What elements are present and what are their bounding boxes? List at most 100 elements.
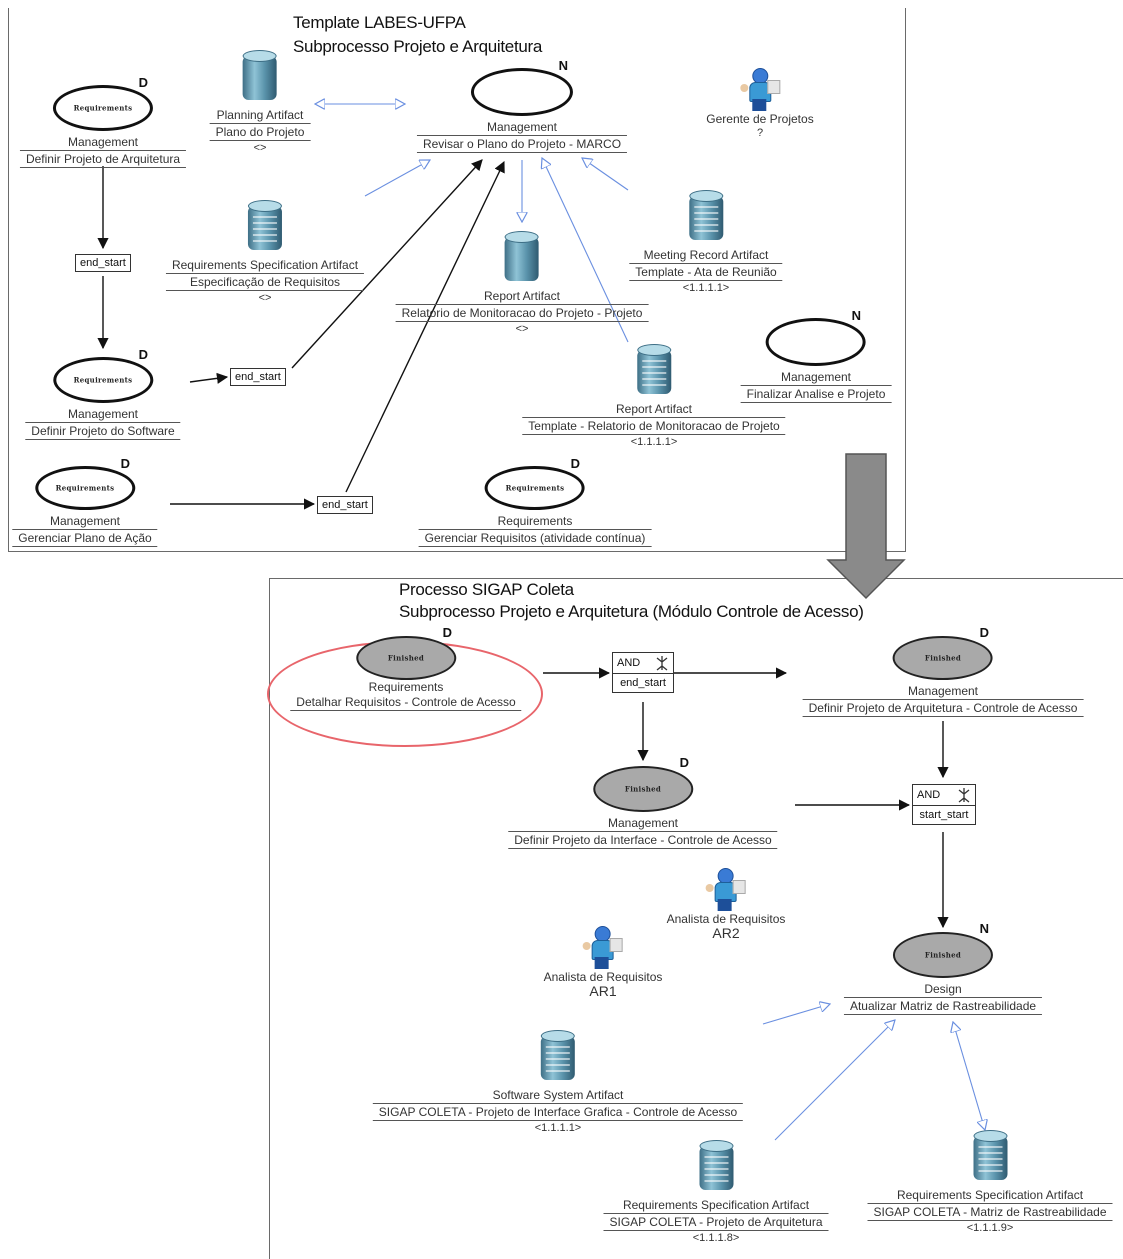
activity-name: Definir Projeto do Software — [25, 423, 181, 440]
activity-oval: Requirements D — [53, 76, 153, 131]
artifact-name: Template - Relatorio de Monitoracao de P… — [522, 418, 786, 435]
activity-name: Gerenciar Requisitos (atividade contínua… — [418, 530, 652, 547]
activity-oval: Finished D — [593, 756, 693, 812]
artifact-name: Template - Ata de Reunião — [629, 264, 783, 281]
artifact-flow-arrows — [315, 104, 985, 1141]
connector-end-start[interactable]: end_start — [317, 496, 373, 514]
activity-definir-projeto-software[interactable]: Requirements D Management Definir Projet… — [25, 348, 181, 440]
join-symbol-icon — [958, 788, 970, 803]
activity-discipline: Management — [508, 815, 778, 832]
artifact-type: Software System Artifact — [372, 1087, 744, 1104]
person-role-icon — [740, 66, 780, 112]
artifact-relatorio-monitoracao[interactable]: Report Artifact Relatorio de Monitoracao… — [395, 231, 649, 336]
artifact-ref: <1.1.1.8> — [692, 1232, 740, 1244]
activity-oval: Finished D — [893, 626, 993, 680]
artifact-type: Report Artifact — [395, 288, 649, 305]
activity-oval: N — [766, 309, 866, 366]
activity-oval: Requirements D — [53, 348, 153, 403]
role-name: Analista de Requisitos — [543, 970, 663, 984]
activity-detalhar-requisitos[interactable]: Finished D Requirements Detalhar Requisi… — [290, 626, 522, 711]
artifact-ref: <1.1.1.1> — [682, 282, 730, 294]
role-gerente-projetos[interactable]: Gerente de Projetos ? — [706, 66, 814, 140]
artifact-projeto-arquitetura[interactable]: Requirements Specification Artifact SIGA… — [603, 1140, 829, 1245]
artifact-name: SIGAP COLETA - Projeto de Arquitetura — [603, 1214, 829, 1231]
artifact-template-relatorio[interactable]: Report Artifact Template - Relatorio de … — [522, 344, 786, 449]
activity-state: Requirements — [73, 103, 133, 113]
flow-r5-a2 — [542, 158, 629, 343]
activity-flag: D — [979, 625, 989, 640]
activity-definir-arquitetura-acesso[interactable]: Finished D Management Definir Projeto de… — [802, 626, 1084, 717]
activity-discipline: Management — [25, 406, 181, 423]
artifact-especificacao-requisitos[interactable]: Requirements Specification Artifact Espe… — [165, 200, 365, 305]
artifact-ref: <1.1.1.9> — [966, 1222, 1014, 1234]
artifact-type: Requirements Specification Artifact — [603, 1197, 829, 1214]
flow-r4-a2 — [582, 158, 629, 191]
activity-discipline: Management — [740, 369, 892, 386]
gate-label: start_start — [919, 809, 969, 821]
artifact-ref: <1.1.1.1> — [534, 1122, 582, 1134]
artifact-type: Report Artifact — [522, 401, 786, 418]
activity-revisar-plano[interactable]: N Management Revisar o Plano do Projeto … — [416, 59, 628, 153]
activity-definir-projeto-arquitetura[interactable]: Requirements D Management Definir Projet… — [19, 76, 187, 168]
activity-state: Finished — [924, 653, 962, 663]
flow-s2-b4 — [774, 1020, 895, 1141]
flow-s1-b4 — [762, 1004, 830, 1025]
activity-oval: N — [470, 59, 573, 116]
role-ref: ? — [756, 127, 764, 139]
gate-type: AND — [917, 789, 941, 801]
role-analista-ar2[interactable]: Analista de Requisitos AR2 — [666, 866, 786, 940]
artifact-type: Requirements Specification Artifact — [867, 1187, 1113, 1204]
activity-discipline: Design — [843, 981, 1043, 998]
panel1-subtitle: Subprocesso Projeto e Arquitetura — [293, 37, 543, 56]
artifact-name: Plano do Projeto — [209, 124, 311, 141]
activity-flag: D — [120, 456, 130, 471]
artifact-type: Planning Artifact — [209, 107, 311, 124]
activity-atualizar-matriz[interactable]: Finished N Design Atualizar Matriz de Ra… — [843, 922, 1043, 1015]
activity-name: Detalhar Requisitos - Controle de Acesso — [290, 694, 522, 711]
role-name: Gerente de Projetos — [706, 112, 814, 126]
activity-flag: N — [979, 921, 989, 936]
control-flow-arrows — [97, 159, 949, 929]
document-stack-icon — [973, 1130, 1007, 1184]
role-name: Analista de Requisitos — [666, 912, 786, 926]
activity-oval: Finished D — [355, 626, 456, 680]
activity-definir-interface-acesso[interactable]: Finished D Management Definir Projeto da… — [508, 756, 778, 849]
person-role-icon — [705, 866, 746, 912]
activity-name: Definir Projeto de Arquitetura - Control… — [802, 700, 1084, 717]
artifact-ref: <> — [258, 292, 272, 304]
activity-discipline: Management — [19, 134, 187, 151]
and-gate-end-start[interactable]: AND end_start — [612, 652, 674, 693]
document-stack-icon — [540, 1030, 575, 1084]
activity-gerenciar-requisitos[interactable]: Requirements D Requirements Gerenciar Re… — [418, 457, 652, 547]
and-gate-start-start[interactable]: AND start_start — [912, 784, 976, 825]
activity-oval: Requirements D — [485, 457, 585, 510]
activity-state: Requirements — [73, 375, 133, 385]
activity-oval: Finished N — [893, 922, 993, 978]
artifact-ref: <> — [515, 323, 529, 335]
artifact-projeto-interface[interactable]: Software System Artifact SIGAP COLETA - … — [372, 1030, 744, 1135]
artifact-ref: <> — [253, 142, 267, 154]
connector-end-start[interactable]: end_start — [230, 368, 286, 386]
activity-flag: N — [851, 308, 861, 323]
activity-gerenciar-plano-acao[interactable]: Requirements D Management Gerenciar Plan… — [12, 457, 158, 547]
activity-discipline: Requirements — [368, 680, 444, 694]
role-ref: AR1 — [589, 983, 617, 999]
flow-c2-a2 — [291, 159, 483, 369]
activity-state: Requirements — [55, 483, 115, 493]
role-analista-ar1[interactable]: Analista de Requisitos AR1 — [543, 924, 663, 999]
activity-finalizar-analise[interactable]: N Management Finalizar Analise e Projeto — [740, 309, 892, 403]
document-stack-icon — [699, 1140, 733, 1194]
panel1-title: Template LABES-UFPA — [293, 13, 466, 32]
gate-label: end_start — [620, 677, 666, 689]
artifact-matriz-rastreabilidade[interactable]: Requirements Specification Artifact SIGA… — [867, 1130, 1113, 1235]
artifact-plano-projeto[interactable]: Planning Artifact Plano do Projeto <> — [209, 50, 311, 155]
flow-r2-a2 — [364, 160, 430, 197]
connector-end-start[interactable]: end_start — [75, 254, 131, 272]
activity-name: Definir Projeto de Arquitetura — [19, 151, 187, 168]
document-stack-icon — [688, 190, 723, 244]
activity-state: Finished — [624, 784, 662, 794]
activity-flag: D — [679, 755, 689, 770]
activity-flag: D — [138, 347, 148, 362]
artifact-ata-reuniao[interactable]: Meeting Record Artifact Template - Ata d… — [629, 190, 783, 295]
